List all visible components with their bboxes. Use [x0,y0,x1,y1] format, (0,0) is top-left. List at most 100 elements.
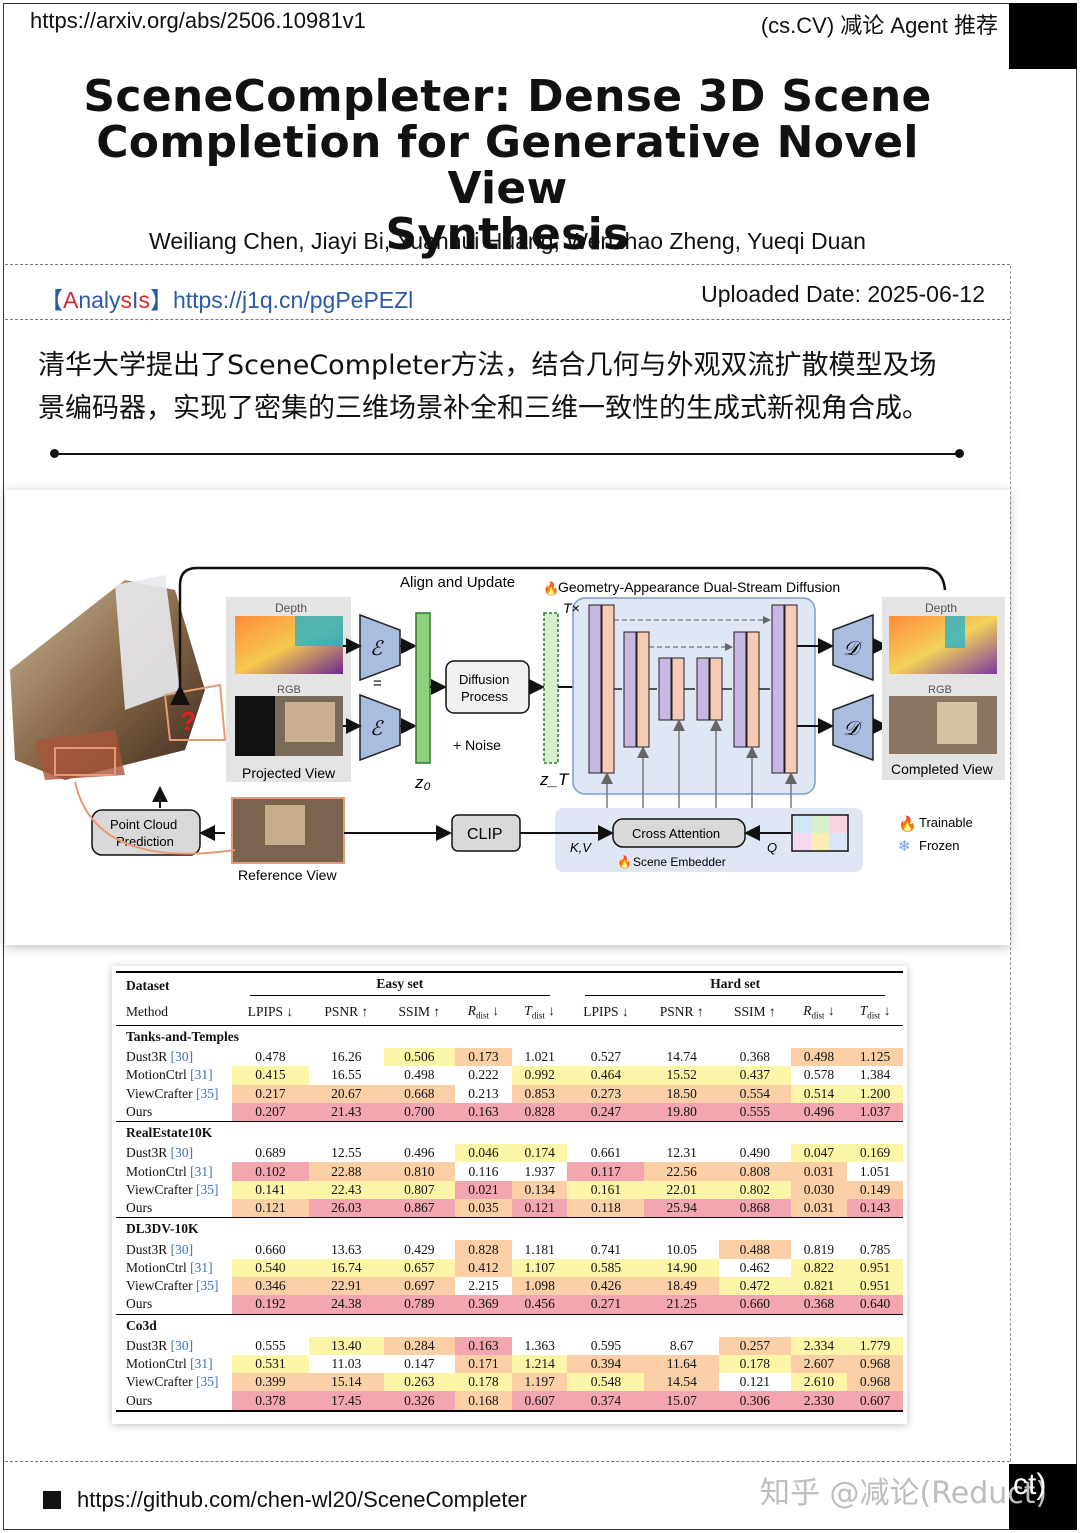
title-line-2: Completion for Generative Novel View [96,117,919,214]
value-cell: 0.116 [468,1163,499,1179]
value-cell: 0.595 [590,1337,622,1353]
citation-link[interactable]: [30] [170,1049,194,1065]
value-cell: 0.496 [404,1145,435,1161]
citation-link[interactable]: [30] [170,1145,194,1161]
rgb-right-label: RGB [928,684,952,696]
value-cell: 0.472 [719,1276,791,1296]
easy-metric-header: LPIPS ↓ [232,999,309,1026]
analysis-link[interactable]: 【AnalysIs】https://j1q.cn/pgPePEZl [40,281,413,315]
value-cell: 0.462 [739,1259,770,1275]
value-cell: 0.102 [232,1162,309,1181]
value-cell: 0.046 [455,1144,512,1163]
citation-link[interactable]: [31] [190,1356,213,1371]
diffusion-label-1: Diffusion [459,672,509,687]
point-cloud-scene: ? [10,575,227,780]
value-cell: 21.43 [308,1102,384,1122]
value-cell: 1.051 [859,1163,891,1179]
value-cell: 0.273 [567,1084,645,1103]
timesteps-label: T× [563,600,580,616]
value-cell: 0.326 [383,1391,456,1412]
analysis-a: A [63,287,79,313]
arxiv-url[interactable]: https://arxiv.org/abs/2506.10981v1 [30,8,366,33]
corner-block-bottom [1009,1464,1077,1530]
value-cell: 17.45 [308,1391,384,1412]
method-cell: Dust3R [30] [116,1240,232,1258]
citation-link[interactable]: [35] [196,1085,219,1101]
citation-link[interactable]: [35] [196,1181,219,1197]
value-cell: 22.88 [308,1162,384,1181]
value-cell: 0.021 [455,1180,512,1200]
citation-link[interactable]: [30] [170,1241,194,1257]
authors: Weiliang Chen, Jiayi Bi, Yuanhui Huang, … [149,228,866,254]
citation-link[interactable]: [35] [196,1374,219,1390]
align-update-label: Align and Update [400,574,515,591]
value-cell: 0.118 [567,1199,645,1218]
divider-mid [5,319,1010,320]
hard-set-label: Hard set [585,976,886,996]
q-label: Q [767,840,777,855]
rule-dot-left [50,449,59,458]
frozen-legend: Frozen [919,838,959,853]
value-cell: 1.384 [859,1067,891,1083]
value-cell: 0.555 [255,1337,286,1353]
value-cell: 0.785 [859,1241,891,1257]
title-line-3: Synthesis [385,209,630,260]
value-cell: 22.43 [308,1180,384,1200]
value-cell: 0.456 [511,1295,568,1315]
value-cell: 0.607 [511,1391,568,1412]
github-link[interactable]: https://github.com/chen-wl20/SceneComple… [77,1487,528,1512]
value-cell: 0.374 [567,1391,645,1412]
category-label: (cs.CV) 减论 Agent 推荐 [760,13,998,38]
value-cell: 0.178 [455,1373,512,1392]
value-cell: 0.047 [790,1144,848,1163]
method-name: Ours [126,1392,153,1408]
value-cell: 0.394 [567,1354,645,1374]
citation-link[interactable]: [30] [170,1337,194,1353]
value-cell: 13.63 [331,1241,362,1257]
analysis-i: I [132,287,139,313]
bracket-close: 】 [149,287,173,313]
method-cell: Dust3R [30] [116,1048,232,1066]
value-cell: 1.200 [847,1084,903,1103]
citation-link[interactable]: [31] [190,1259,213,1275]
method-name: Dust3R [126,1145,168,1161]
trainable-legend: Trainable [919,815,973,830]
citation-link[interactable]: [35] [196,1278,219,1294]
value-cell: 0.697 [383,1276,456,1296]
hard-metric-header: LPIPS ↓ [567,999,645,1026]
method-name: MotionCtrl [126,1356,187,1371]
value-cell: 0.741 [590,1241,622,1257]
value-cell: 1.214 [511,1354,568,1374]
completed-view-label: Completed View [891,761,994,777]
citation-link[interactable]: [31] [190,1163,213,1179]
value-cell: 0.660 [719,1295,791,1315]
value-cell: 0.437 [719,1066,791,1085]
value-cell: 14.74 [666,1049,697,1065]
value-cell: 1.098 [511,1276,568,1296]
citation-link[interactable]: [31] [190,1067,213,1083]
value-cell: 0.478 [255,1049,286,1065]
value-cell: 12.55 [331,1145,362,1161]
method-figure: ? Align and Update 🔥 Geometry-Appearance… [5,490,1010,945]
value-cell: 0.578 [803,1067,835,1083]
method-name: MotionCtrl [126,1259,187,1275]
analysis-url[interactable]: https://j1q.cn/pgPePEZl [172,287,414,313]
method-name: Dust3R [126,1337,168,1353]
value-cell: 0.819 [803,1241,835,1257]
method-cell: MotionCtrl [31] [116,1355,232,1373]
summary-line-1: 清华大学提出了SceneCompleter方法，结合几何与外观双流扩散模型及场 [38,350,937,381]
value-cell: 0.306 [719,1391,791,1412]
results-table-card: Dataset Easy set Hard set Method LPIPS ↓… [112,966,907,1424]
value-cell: 0.161 [567,1180,645,1200]
value-cell: 0.173 [455,1048,512,1067]
value-cell: 0.810 [383,1162,456,1181]
value-cell: 16.74 [308,1258,384,1277]
hard-metric-header: Rdist ↓ [790,999,848,1026]
decoder-top [832,613,874,682]
value-cell: 1.037 [847,1102,903,1122]
